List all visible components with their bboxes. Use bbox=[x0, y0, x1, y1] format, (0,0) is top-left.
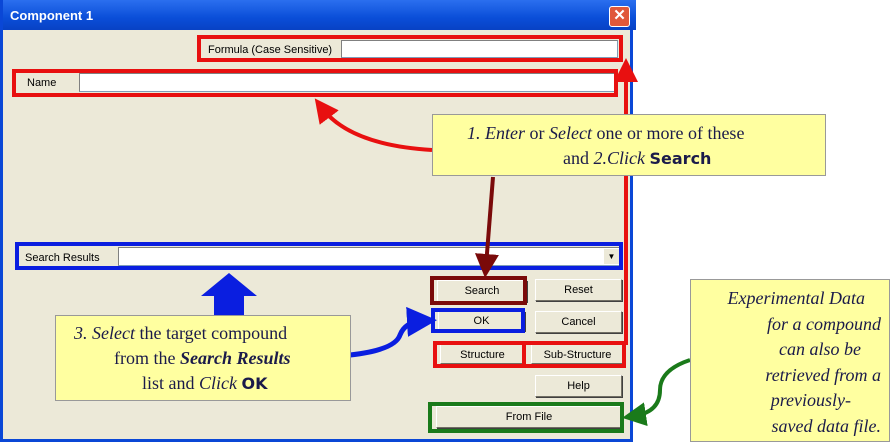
from-file-highlight bbox=[428, 402, 624, 433]
green-curved-arrow bbox=[622, 358, 691, 427]
close-icon[interactable]: ✕ bbox=[609, 6, 630, 27]
formula-label: Formula (Case Sensitive) bbox=[208, 44, 333, 56]
t: can also be bbox=[779, 339, 861, 359]
darkred-arrow bbox=[474, 176, 499, 278]
from-file-button[interactable]: From File bbox=[436, 406, 622, 428]
search-highlight bbox=[430, 276, 527, 305]
red-curved-arrow bbox=[314, 98, 433, 152]
t: 3. Select bbox=[74, 323, 135, 343]
t: Click bbox=[199, 373, 237, 393]
t: Search bbox=[649, 149, 712, 168]
structure-button[interactable]: Structure bbox=[440, 344, 525, 364]
t: from the bbox=[114, 348, 180, 368]
search-button[interactable]: Search bbox=[437, 280, 527, 302]
search-results-label: Search Results bbox=[25, 252, 100, 264]
file-callout: Experimental Data for a compound can als… bbox=[690, 279, 890, 442]
title-bar: Component 1 ✕ bbox=[3, 0, 636, 30]
substructure-button[interactable]: Sub-Structure bbox=[531, 344, 624, 364]
t: previously- bbox=[770, 390, 851, 410]
t: Search Results bbox=[179, 348, 291, 368]
t: for a compound bbox=[767, 313, 881, 334]
t: 2.Click bbox=[593, 148, 646, 168]
t: 1. Enter bbox=[467, 123, 525, 143]
window-title: Component 1 bbox=[10, 8, 94, 23]
step1-callout: 1. Enter or Select one or more of these … bbox=[432, 114, 826, 176]
help-button[interactable]: Help bbox=[535, 375, 622, 397]
t: Select bbox=[549, 123, 592, 143]
chevron-down-icon[interactable]: ▼ bbox=[604, 249, 619, 264]
t: the target compound bbox=[134, 323, 288, 343]
name-label: Name bbox=[27, 77, 57, 89]
t: and bbox=[563, 148, 594, 168]
name-highlight bbox=[12, 69, 618, 97]
t: one or more of these bbox=[591, 123, 745, 143]
formula-input[interactable] bbox=[341, 40, 618, 58]
formula-highlight bbox=[197, 35, 623, 62]
search-results-highlight bbox=[15, 242, 623, 270]
t: list and bbox=[142, 373, 199, 393]
blue-up-arrow-icon bbox=[201, 273, 257, 322]
substructure-highlight bbox=[522, 341, 626, 368]
t: saved data file. bbox=[771, 415, 881, 436]
t: OK bbox=[241, 374, 268, 393]
cancel-button[interactable]: Cancel bbox=[535, 311, 622, 333]
t: Experimental Data bbox=[727, 288, 865, 308]
t: retrieved from a bbox=[765, 364, 881, 385]
t: or bbox=[525, 123, 549, 143]
step3-callout: 3. Select the target compound from the S… bbox=[55, 315, 351, 401]
blue-curved-arrow bbox=[349, 306, 437, 358]
reset-button[interactable]: Reset bbox=[535, 279, 622, 301]
